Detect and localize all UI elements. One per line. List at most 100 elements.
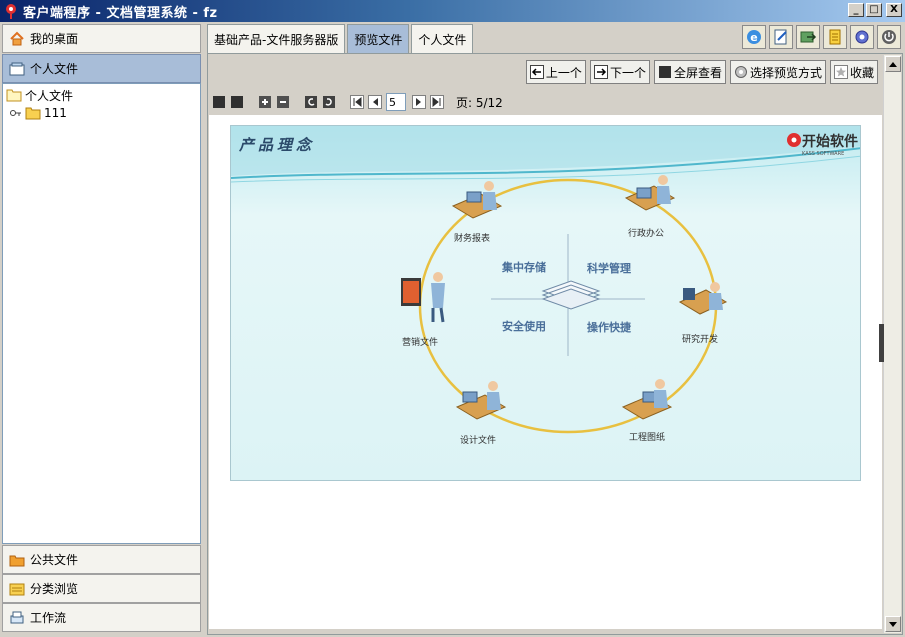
fullscreen-button[interactable]: 全屏查看 [653, 60, 726, 84]
prev-page-icon[interactable] [368, 95, 382, 109]
nav-category-browse[interactable]: 分类浏览 [2, 574, 201, 603]
gear-icon [734, 65, 748, 79]
page-number-input[interactable] [386, 93, 406, 111]
next-page-icon[interactable] [412, 95, 426, 109]
node-label: 行政办公 [628, 227, 664, 239]
scroll-down-icon[interactable] [885, 616, 901, 632]
maximize-button[interactable]: □ [866, 3, 882, 17]
node-label: 工程图纸 [629, 431, 665, 443]
export-icon[interactable] [796, 25, 820, 49]
pager-toolbar: 页: 5/12 [212, 91, 503, 113]
home-icon [9, 31, 25, 47]
worker-figure-engineering [621, 379, 673, 420]
nav-public-files[interactable]: 公共文件 [2, 545, 201, 574]
minimize-button[interactable]: _ [848, 3, 864, 17]
title-bar: 客户端程序 - 文档管理系统 - fz _ □ X [0, 0, 905, 22]
folder-open-icon [6, 88, 22, 102]
worker-figure-finance [451, 181, 503, 219]
slide-logo-text: 开始软件 [802, 133, 858, 150]
category-icon [9, 581, 25, 597]
tree-item-label: 个人文件 [25, 88, 74, 103]
nav-my-desktop[interactable]: 我的桌面 [2, 24, 201, 53]
arrow-right-icon [593, 65, 608, 79]
worker-figure-marketing [401, 272, 445, 323]
expand-key-icon[interactable] [10, 106, 22, 120]
settings-icon[interactable] [850, 25, 874, 49]
notes-icon[interactable] [823, 25, 847, 49]
node-label: 研究开发 [682, 333, 718, 345]
page-info: 页: 5/12 [456, 95, 503, 110]
slide-logo-sub: KASS SOFTWARE [802, 151, 844, 157]
zoom-out-icon[interactable] [276, 95, 290, 109]
app-logo-icon [3, 3, 19, 19]
stop-all-icon[interactable] [230, 95, 244, 109]
svg-text:e: e [750, 31, 757, 44]
tree-item-111[interactable]: 111 [6, 104, 200, 122]
workflow-icon [9, 610, 25, 626]
choose-preview-mode-button[interactable]: 选择预览方式 [729, 60, 826, 84]
minimize-icon: _ [853, 4, 859, 15]
vertical-scrollbar[interactable] [883, 55, 901, 633]
prev-button[interactable]: 上一个 [525, 60, 586, 84]
next-label: 下一个 [609, 65, 646, 80]
next-button[interactable]: 下一个 [589, 60, 650, 84]
maximize-icon: □ [869, 4, 879, 15]
close-button[interactable]: X [886, 3, 902, 17]
fullscreen-label: 全屏查看 [673, 65, 722, 80]
toolbar-icons: e [742, 25, 901, 49]
arrow-left-icon [529, 65, 544, 79]
prev-label: 上一个 [545, 65, 582, 80]
quadrant-label: 安全使用 [502, 319, 546, 333]
favorite-button[interactable]: 收藏 [829, 60, 878, 84]
slide-header: 产品理念 [238, 136, 315, 154]
first-page-icon[interactable] [350, 95, 364, 109]
power-icon[interactable] [877, 25, 901, 49]
fullscreen-icon [658, 65, 672, 79]
rotate-right-icon[interactable] [322, 95, 336, 109]
tab-personal-files[interactable]: 个人文件 [411, 24, 474, 53]
nav-workflow-label: 工作流 [30, 611, 67, 625]
window-title: 客户端程序 - 文档管理系统 - fz [23, 5, 218, 21]
rotate-left-icon[interactable] [304, 95, 318, 109]
last-page-icon[interactable] [430, 95, 444, 109]
worker-figure-design [455, 381, 507, 420]
left-panel: 我的桌面 个人文件 个人文件 111 公共文件 [2, 24, 202, 635]
quadrant-label: 科学管理 [587, 261, 631, 275]
close-icon: X [890, 4, 898, 15]
tab-label: 预览文件 [354, 32, 403, 47]
node-label: 营销文件 [402, 336, 438, 348]
nav-my-desktop-label: 我的桌面 [30, 32, 79, 46]
preview-pane: 上一个 下一个 全屏查看 选择预览方式 收藏 [207, 53, 903, 635]
favorite-label: 收藏 [849, 65, 874, 80]
tab-preview-file[interactable]: 预览文件 [347, 24, 410, 53]
ie-browser-icon[interactable]: e [742, 25, 766, 49]
node-label: 设计文件 [460, 434, 496, 446]
panel-splitter-handle[interactable] [879, 324, 884, 362]
worker-figure-research [678, 282, 728, 315]
star-icon [833, 65, 848, 79]
worker-figure-admin [624, 175, 676, 211]
nav-personal-files-label: 个人文件 [30, 62, 79, 76]
nav-category-browse-label: 分类浏览 [30, 582, 79, 596]
slide-image: 产品理念 开始软件 KASS SOFTWARE 集中存储 科学管理 安全使用 操… [230, 125, 861, 481]
folder-tree: 个人文件 111 [2, 83, 201, 544]
tree-item-personal-files[interactable]: 个人文件 [6, 86, 200, 104]
tab-base-product[interactable]: 基础产品-文件服务器版 [207, 24, 346, 53]
tree-item-label: 111 [44, 106, 67, 120]
stop-icon[interactable] [212, 95, 226, 109]
zoom-in-icon[interactable] [258, 95, 272, 109]
personal-folder-icon [9, 61, 25, 77]
document-viewer[interactable]: 产品理念 开始软件 KASS SOFTWARE 集中存储 科学管理 安全使用 操… [209, 115, 882, 629]
edit-document-icon[interactable] [769, 25, 793, 49]
folder-icon [25, 106, 41, 120]
preview-nav-toolbar: 上一个 下一个 全屏查看 选择预览方式 收藏 [525, 60, 878, 84]
node-label: 财务报表 [454, 232, 490, 244]
nav-personal-files[interactable]: 个人文件 [2, 54, 201, 83]
scroll-up-icon[interactable] [885, 56, 901, 72]
quadrant-label: 操作快捷 [587, 320, 632, 334]
folder-orange-icon [9, 552, 25, 568]
tab-label: 个人文件 [418, 32, 467, 47]
choose-preview-mode-label: 选择预览方式 [749, 65, 822, 80]
nav-workflow[interactable]: 工作流 [2, 603, 201, 632]
nav-public-files-label: 公共文件 [30, 553, 79, 567]
